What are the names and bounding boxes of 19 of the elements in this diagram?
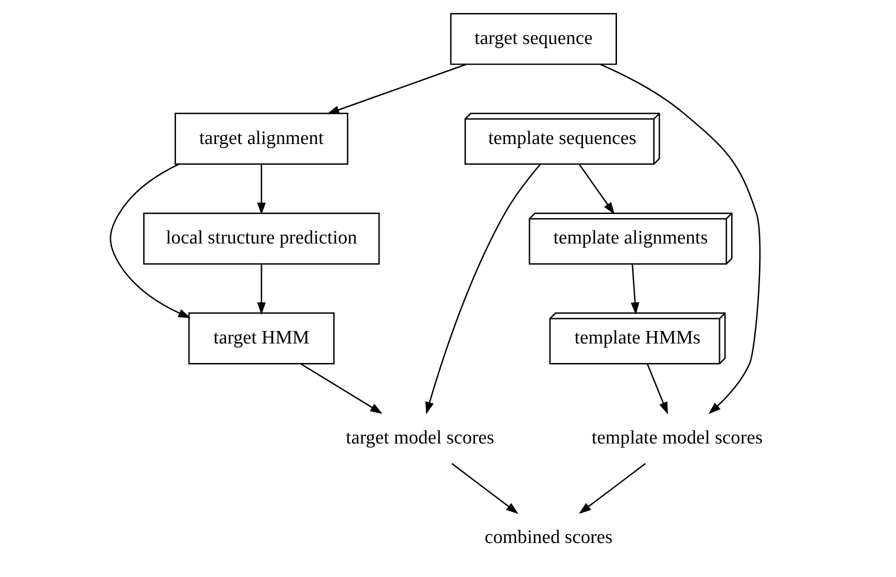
arrow bbox=[450, 463, 518, 514]
arrow bbox=[326, 64, 466, 114]
node-text: combined scores bbox=[484, 527, 612, 548]
arrow bbox=[630, 264, 639, 315]
node-text: template model scores bbox=[591, 427, 762, 448]
node-box: local structure prediction bbox=[142, 212, 380, 265]
arrow bbox=[578, 164, 614, 215]
arrow bbox=[300, 363, 382, 414]
node-box: target sequence bbox=[450, 12, 616, 65]
arrow bbox=[256, 164, 266, 215]
arrow bbox=[600, 64, 760, 414]
arrow bbox=[578, 463, 646, 514]
node-box: target alignment bbox=[174, 112, 348, 165]
arrow bbox=[646, 364, 668, 414]
node-text: target model scores bbox=[345, 427, 494, 448]
arrow bbox=[109, 164, 190, 318]
arrow bbox=[256, 264, 266, 315]
arrow bbox=[424, 164, 540, 414]
node-box: target HMM bbox=[188, 312, 334, 364]
